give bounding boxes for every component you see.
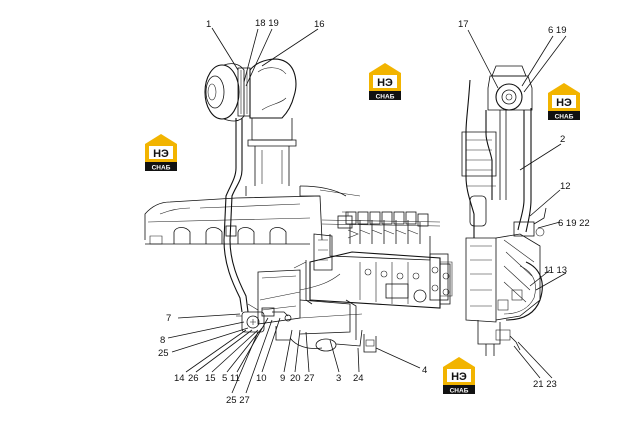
- logo-mark: НЭ: [451, 371, 467, 383]
- callout-labels: 1 18 19 16 17 6 19 2 12 6 19 22 11 13 21…: [158, 18, 590, 406]
- callout-26: 26: [188, 373, 199, 384]
- brand-logo-right-top: НЭ СНАБ: [369, 63, 401, 101]
- callout-8: 8: [160, 335, 165, 346]
- logo-caption: СНАБ: [152, 165, 171, 172]
- callout-6-19-22: 6 19 22: [558, 218, 590, 229]
- callout-18-19: 18 19: [255, 18, 279, 29]
- engine-side-view: [439, 65, 547, 356]
- callout-11: 11: [230, 373, 240, 384]
- callout-24: 24: [353, 373, 364, 384]
- logo-mark: НЭ: [153, 148, 169, 160]
- callout-3: 3: [336, 373, 341, 384]
- callout-20: 20: [290, 373, 301, 384]
- callout-17: 17: [458, 19, 469, 30]
- brand-logo-far-right: НЭ СНАБ: [548, 83, 580, 121]
- callout-14: 14: [174, 373, 185, 384]
- callout-15: 15: [205, 373, 216, 384]
- callout-25: 25: [158, 348, 169, 359]
- logo-mark: НЭ: [556, 97, 572, 109]
- callout-10: 10: [256, 373, 267, 384]
- callout-4: 4: [422, 365, 427, 376]
- brand-logo-bottom: НЭ СНАБ: [443, 357, 475, 395]
- callout-16: 16: [314, 19, 325, 30]
- callout-12: 12: [560, 181, 571, 192]
- callout-21-23: 21 23: [533, 379, 557, 390]
- engine-front-view: [144, 58, 453, 353]
- callout-5: 5: [222, 373, 227, 384]
- callout-7: 7: [166, 313, 171, 324]
- logo-caption: СНАБ: [555, 114, 574, 121]
- callout-2: 2: [560, 134, 565, 145]
- callout-25-27: 25 27: [226, 395, 250, 406]
- exhaust-manifold: [144, 195, 323, 245]
- oil-sump: [257, 269, 377, 353]
- fuel-injection-pump: [309, 211, 453, 309]
- callout-27: 27: [304, 373, 315, 384]
- turbocharger: [204, 58, 297, 122]
- logo-mark: НЭ: [377, 77, 393, 89]
- callout-1: 1: [206, 19, 211, 30]
- logo-caption: СНАБ: [376, 94, 395, 101]
- leader-lines: [167, 27, 567, 394]
- logo-caption: СНАБ: [450, 388, 469, 395]
- callout-9: 9: [280, 373, 285, 384]
- callout-11-13: 11 13: [544, 265, 567, 276]
- fuel-filter-assembly: [236, 260, 313, 333]
- brand-logo-left: НЭ СНАБ: [145, 134, 177, 172]
- callout-6-19-top: 6 19: [548, 25, 567, 36]
